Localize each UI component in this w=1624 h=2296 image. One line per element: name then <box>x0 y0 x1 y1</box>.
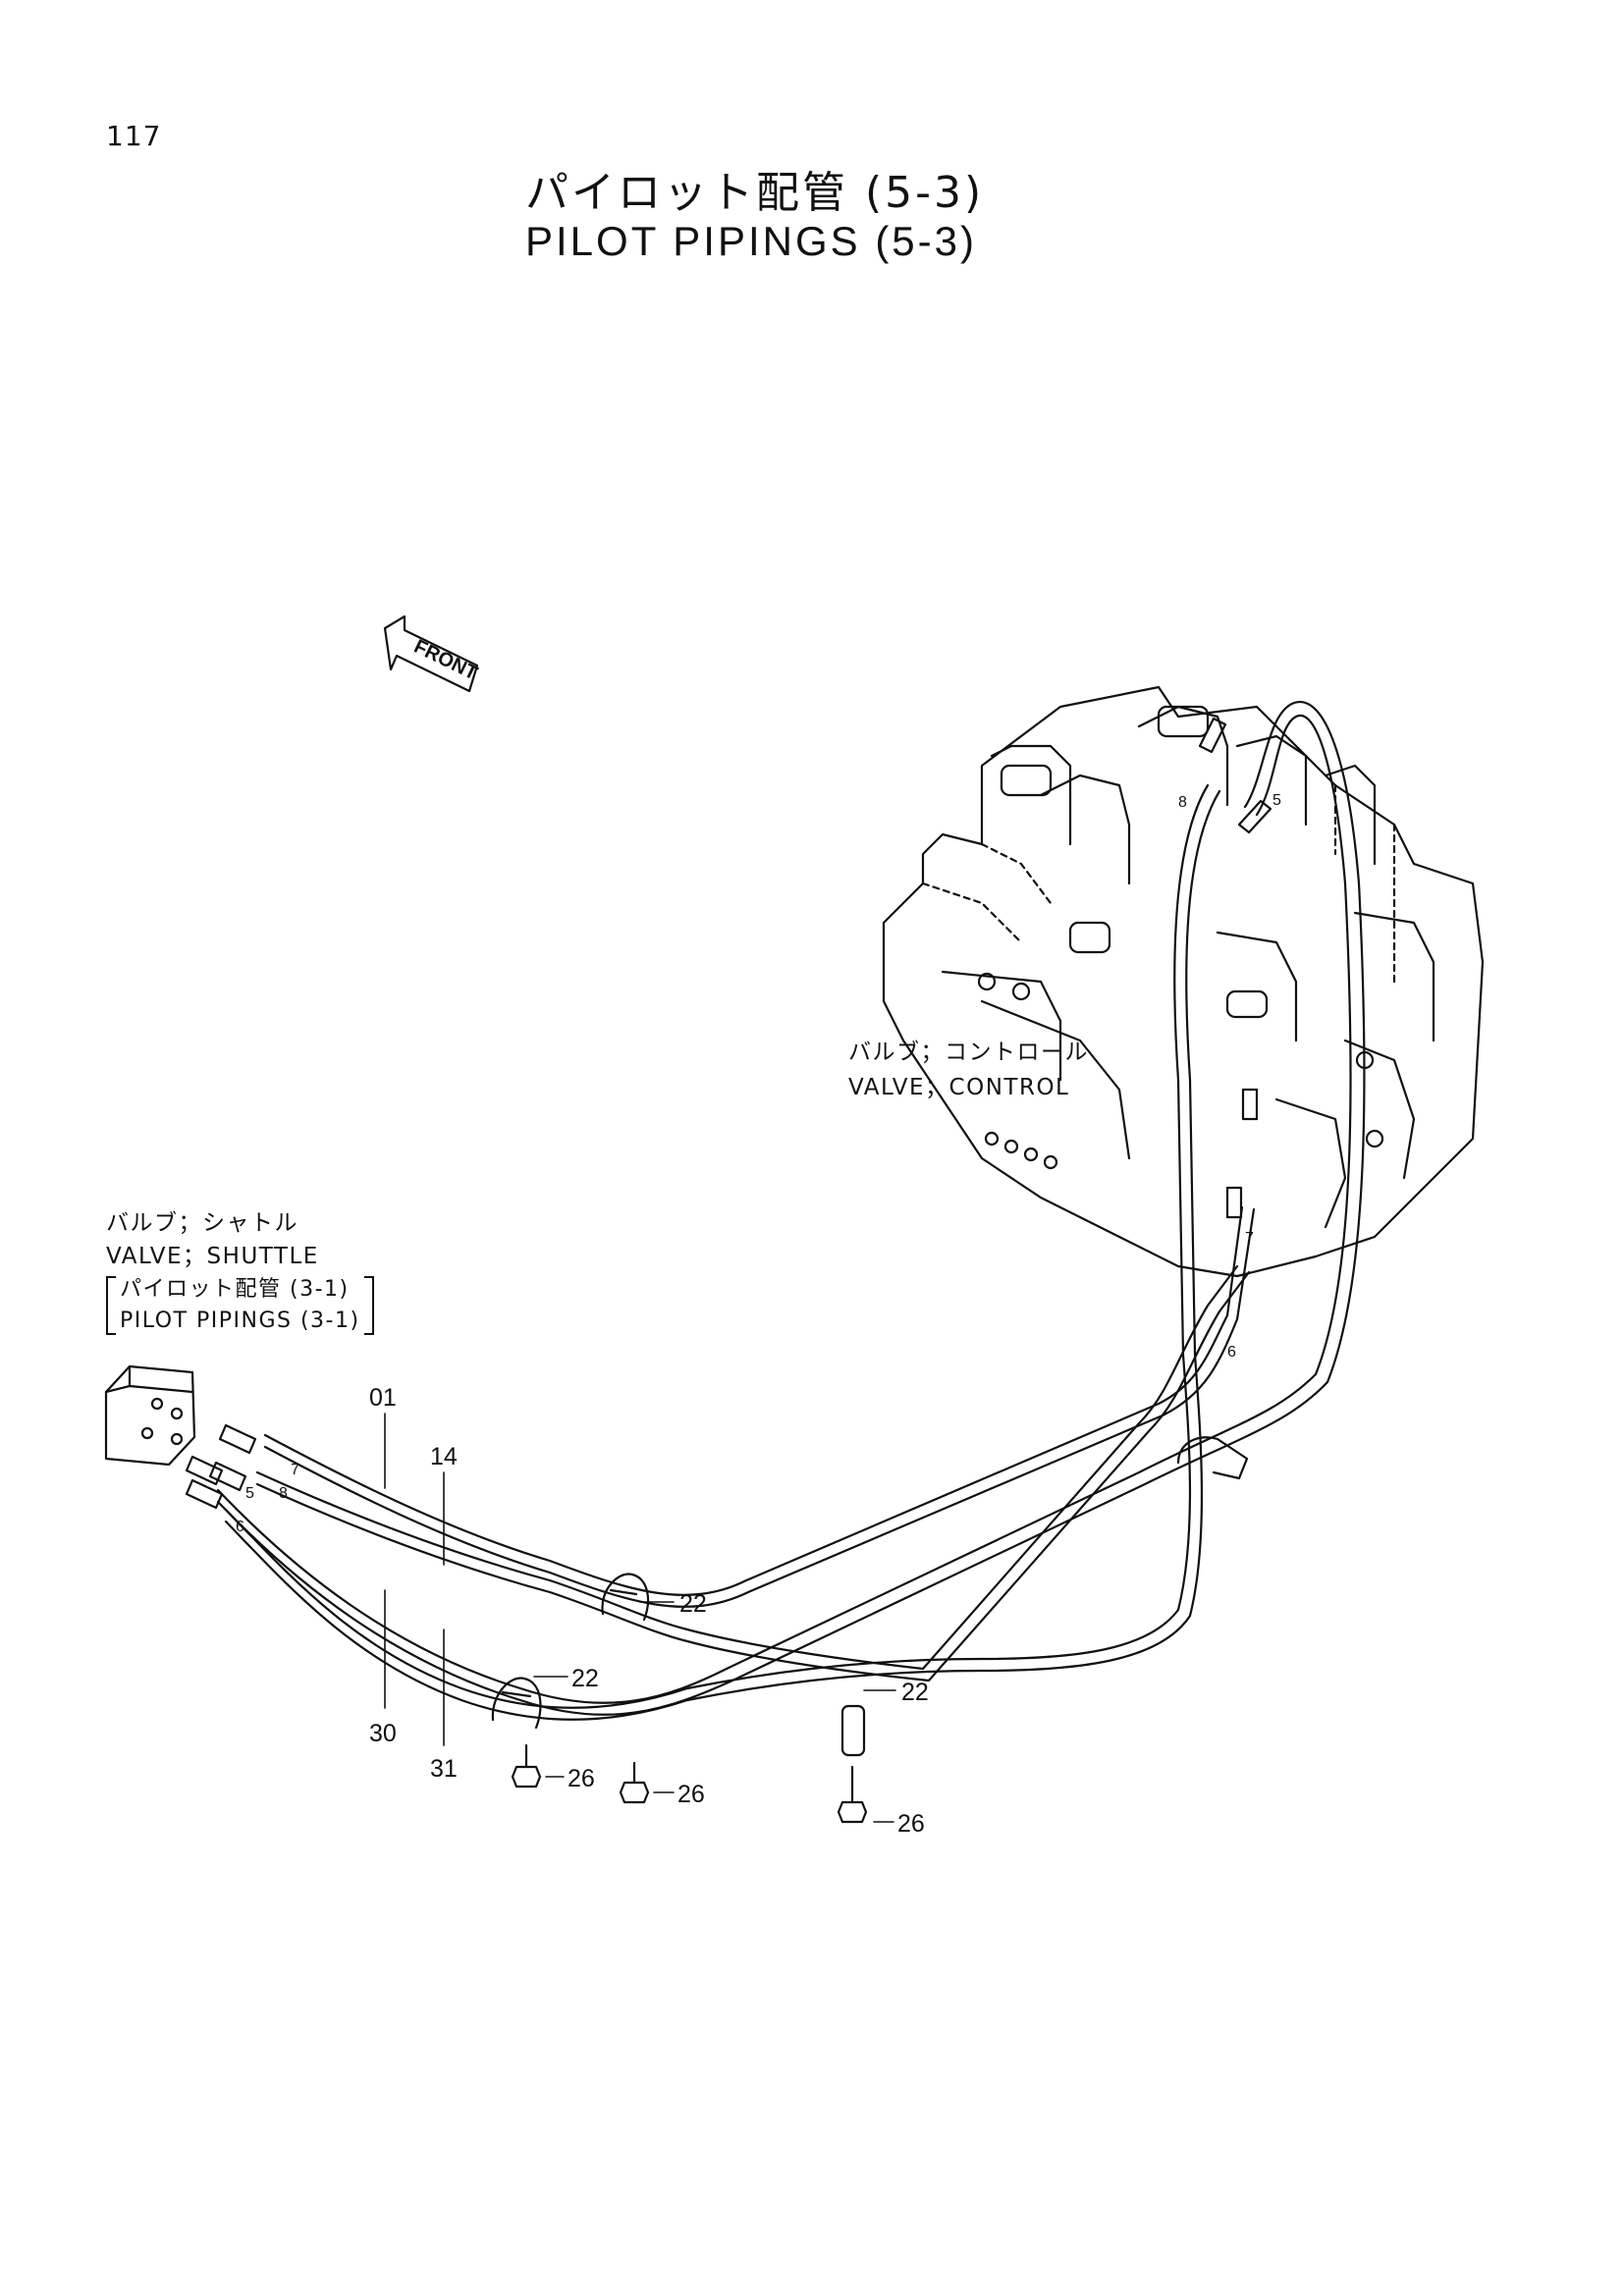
page-title-en: PILOT PIPINGS (5-3) <box>525 218 977 264</box>
reference-label-en: PILOT PIPINGS (3-1) <box>120 1308 360 1333</box>
port-marks: 8 5 7 6 7 5 8 6 <box>236 792 1281 1535</box>
page-number: 117 <box>106 120 162 152</box>
callout-22-clamp-a: 22 <box>679 1590 707 1618</box>
callout-30: 30 <box>369 1720 397 1747</box>
hose-14 <box>255 1264 1251 1682</box>
port-mark-right-6: 6 <box>1227 1344 1236 1361</box>
port-mark-right-7: 7 <box>1245 1230 1254 1247</box>
bolt-b <box>619 1761 650 1804</box>
control-valve-body <box>882 685 1485 1278</box>
hose-31 <box>216 700 1366 1716</box>
port-mark-top-8: 8 <box>1178 794 1187 811</box>
callout-26-bolt-b: 26 <box>677 1781 705 1808</box>
callout-26-bolt-a: 26 <box>568 1765 595 1792</box>
reference-label-ja: パイロット配管 (3-1) <box>120 1277 350 1302</box>
callout-numbers: 01 14 30 31 22 22 22 26 26 26 <box>369 1384 929 1838</box>
callout-26-bolt-c: 26 <box>897 1810 925 1838</box>
fittings-control-valve-side <box>1198 717 1272 1219</box>
clamp-d <box>1176 1436 1249 1480</box>
leader-lines <box>384 1413 896 1823</box>
hose-01 <box>263 1205 1256 1608</box>
control-valve-label-ja: バルブ；コントロール <box>848 1040 1089 1065</box>
port-mark-left-5: 5 <box>245 1485 254 1502</box>
bolt-a <box>511 1743 542 1789</box>
control-valve-label-en: VALVE；CONTROL <box>848 1075 1070 1100</box>
front-arrow-label: FRONT <box>410 636 481 685</box>
clamp-b <box>491 1677 542 1730</box>
hose-30 <box>224 783 1221 1721</box>
callout-22-clamp-c: 22 <box>901 1679 929 1706</box>
port-mark-top-5: 5 <box>1272 792 1281 809</box>
callout-31: 31 <box>430 1755 458 1783</box>
callout-22-clamp-b: 22 <box>571 1665 599 1692</box>
front-arrow: FRONT <box>383 614 481 693</box>
callout-01: 01 <box>369 1384 397 1412</box>
fittings-shuttle-side <box>185 1423 257 1510</box>
port-mark-left-7: 7 <box>291 1462 299 1478</box>
port-mark-left-8: 8 <box>279 1485 288 1502</box>
page-title-ja: パイロット配管 (5-3) <box>525 168 985 218</box>
shuttle-valve-label-ja: バルブ；シャトル <box>106 1210 298 1236</box>
callout-14: 14 <box>430 1443 458 1470</box>
bolt-c <box>837 1765 868 1824</box>
port-mark-left-6: 6 <box>236 1519 244 1535</box>
clamp-c <box>840 1704 866 1757</box>
shuttle-valve-body <box>104 1364 196 1467</box>
shuttle-valve-reference: パイロット配管 (3-1) PILOT PIPINGS (3-1) <box>106 1274 374 1337</box>
shuttle-valve-label-en: VALVE；SHUTTLE <box>106 1244 319 1269</box>
